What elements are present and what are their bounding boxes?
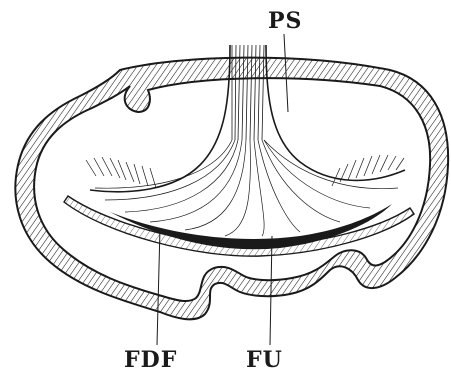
label-fdf: FDF — [124, 349, 177, 371]
label-fu: FU — [246, 349, 283, 371]
label-ps: PS — [268, 10, 302, 32]
fan-fibres — [95, 140, 398, 236]
fdf-leader — [157, 228, 160, 345]
plate-bristles — [86, 155, 404, 188]
